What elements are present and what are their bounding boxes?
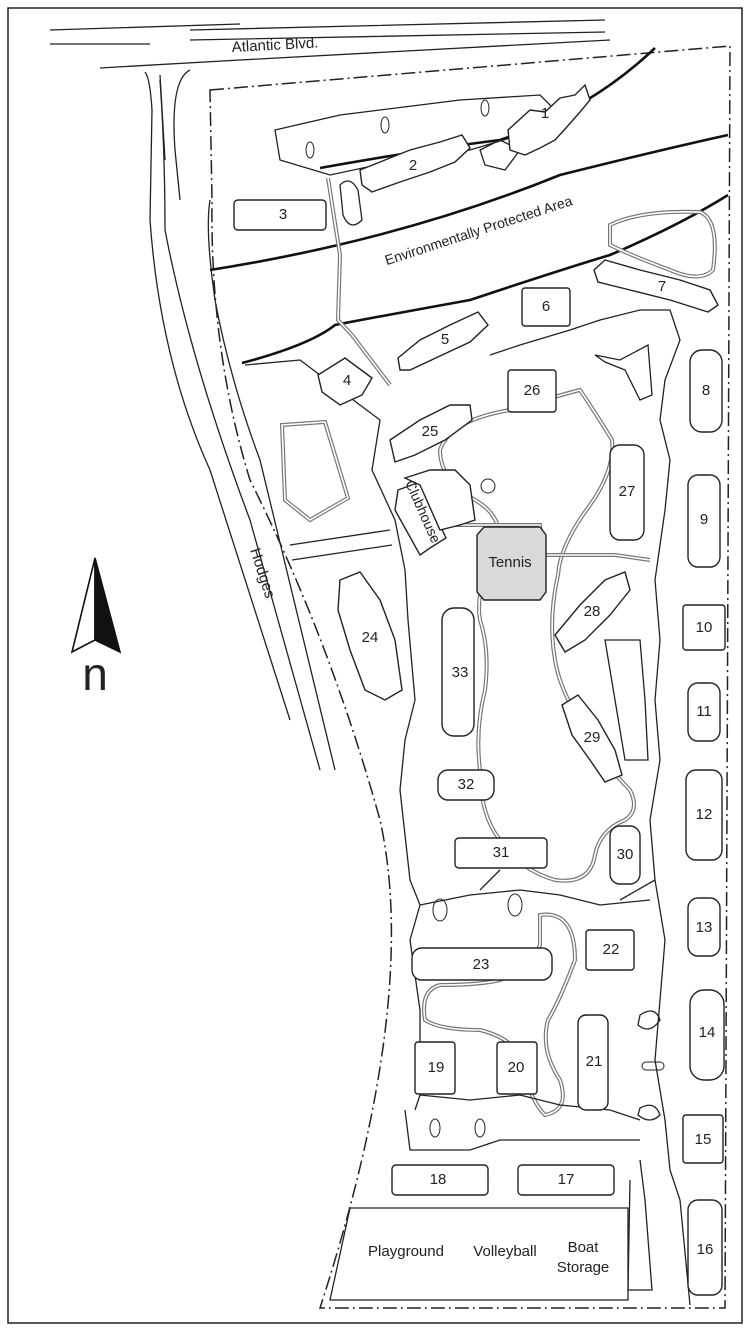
- boat-storage-label-line1: Boat: [568, 1239, 600, 1256]
- building-16-label: 16: [697, 1241, 714, 1258]
- building-29-label: 29: [584, 729, 601, 746]
- building-15: [682, 1114, 724, 1164]
- building-30-label: 30: [617, 846, 634, 863]
- building-16: [687, 1199, 723, 1296]
- building-17-label: 17: [558, 1171, 575, 1188]
- building-3: [233, 199, 327, 231]
- building-28: [554, 571, 631, 653]
- building-27-label: 27: [619, 483, 636, 500]
- clubhouse: [394, 469, 476, 557]
- building-12-label: 12: [696, 806, 713, 823]
- protected-area-north-line: [319, 47, 656, 170]
- playground-label: Playground: [368, 1243, 444, 1260]
- building-13-label: 13: [696, 919, 713, 936]
- building-33-label: 33: [452, 664, 469, 681]
- north-arrow-icon: [70, 557, 122, 654]
- building-10-label: 10: [696, 619, 713, 636]
- building-1-label: 1: [541, 105, 549, 122]
- building-28-label: 28: [584, 603, 601, 620]
- building-26-label: 26: [524, 382, 541, 399]
- building-14-label: 14: [699, 1024, 716, 1041]
- building-20-label: 20: [508, 1059, 525, 1076]
- building-17: [517, 1164, 615, 1196]
- building-30: [609, 825, 641, 885]
- building-15-label: 15: [695, 1131, 712, 1148]
- building-20: [496, 1041, 538, 1095]
- building-25: [389, 404, 473, 463]
- building-23: [411, 947, 553, 981]
- building-11: [687, 682, 721, 742]
- boat-storage-label-line2: Storage: [557, 1259, 610, 1276]
- building-32: [437, 769, 495, 801]
- amenity-area: [329, 1207, 629, 1301]
- building-19-label: 19: [428, 1059, 445, 1076]
- building-22: [585, 929, 635, 971]
- protected-area-south-line: [209, 133, 729, 272]
- interior-roads: [244, 309, 691, 1306]
- building-2-label: 2: [409, 157, 417, 174]
- building-23-label: 23: [473, 956, 490, 973]
- building-1: [507, 83, 591, 156]
- tennis-court: [476, 526, 547, 601]
- pond-northeast: [608, 209, 717, 279]
- north-arrow-label: n: [82, 648, 108, 700]
- building-2: [359, 134, 471, 193]
- map-frame: [7, 7, 743, 1324]
- building-21-label: 21: [586, 1053, 603, 1070]
- building-10: [682, 604, 726, 651]
- building-18-label: 18: [430, 1171, 447, 1188]
- building-9-label: 9: [700, 511, 708, 528]
- building-9: [687, 474, 721, 568]
- building-27: [609, 444, 645, 541]
- walkway-north-inner: [327, 177, 391, 386]
- building-4: [317, 357, 373, 406]
- building-7: [593, 259, 719, 313]
- building-14: [689, 989, 725, 1081]
- property-boundary: [209, 45, 731, 1309]
- tennis-label: Tennis: [488, 554, 531, 571]
- building-8: [689, 349, 723, 433]
- volleyball-label: Volleyball: [473, 1243, 536, 1260]
- building-24-label: 24: [362, 629, 379, 646]
- building-33: [441, 607, 475, 737]
- building-25-label: 25: [422, 423, 439, 440]
- walkway-north: [326, 177, 392, 387]
- building-11-label: 11: [696, 703, 712, 720]
- atlantic-blvd-road: [49, 19, 611, 771]
- building-7-label: 7: [658, 278, 666, 295]
- central-lake-path: [437, 387, 636, 883]
- building-4-label: 4: [343, 372, 351, 389]
- building-12: [685, 769, 723, 861]
- building-22-label: 22: [603, 941, 620, 958]
- pond-west: [279, 419, 351, 523]
- protected-area-lower-line: [241, 193, 729, 365]
- building-26: [507, 369, 557, 413]
- building-31: [454, 837, 548, 869]
- building-31-label: 31: [493, 844, 510, 861]
- building-5: [397, 311, 489, 371]
- building-24: [337, 571, 403, 701]
- building-32-label: 32: [458, 776, 475, 793]
- building-18: [391, 1164, 489, 1196]
- building-8-label: 8: [702, 382, 710, 399]
- building-6-label: 6: [542, 298, 550, 315]
- building-6: [521, 287, 571, 327]
- building-29: [561, 694, 623, 783]
- building-3-label: 3: [279, 206, 287, 223]
- atlantic-blvd-label: Atlantic Blvd.: [231, 34, 318, 56]
- building-21: [577, 1014, 609, 1111]
- protected-area-label: Environmentally Protected Area: [383, 192, 575, 268]
- building-13: [687, 897, 721, 957]
- building-19: [414, 1041, 456, 1095]
- hodges-label: Hodges: [246, 546, 278, 600]
- building-5-label: 5: [441, 331, 449, 348]
